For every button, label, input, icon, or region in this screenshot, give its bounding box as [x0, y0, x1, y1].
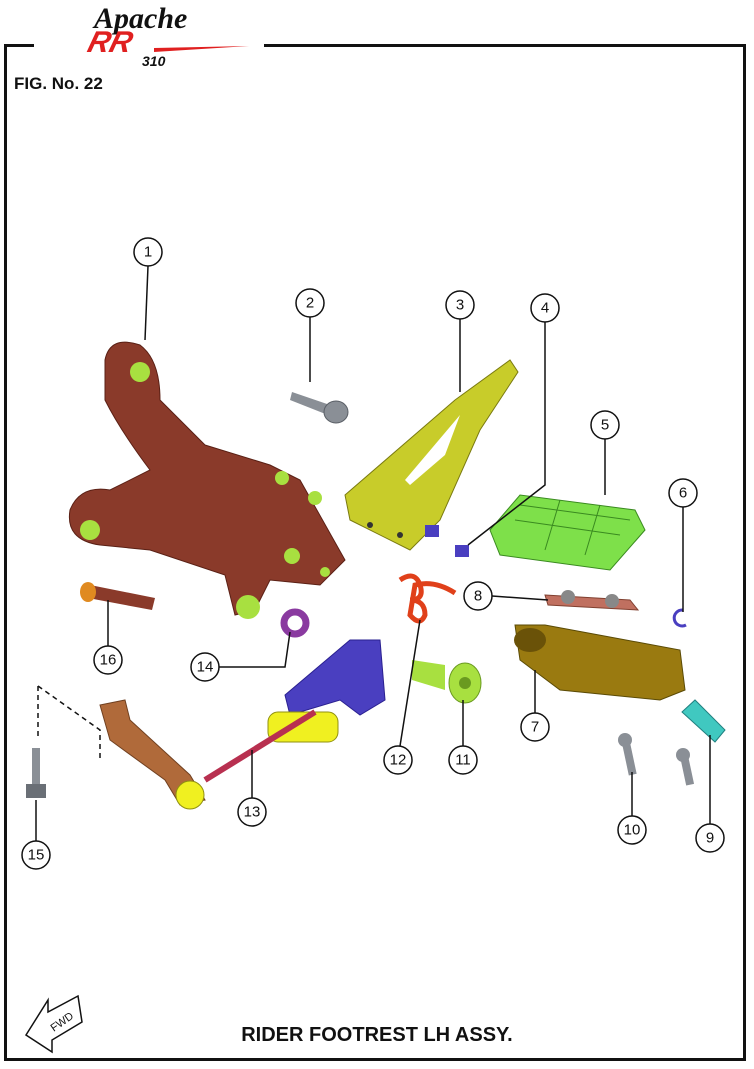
part-7-footpeg-holder [514, 624, 686, 701]
callout-6: 6 [668, 478, 698, 508]
frame-top-left [4, 44, 44, 47]
part-10-bolts [618, 733, 695, 786]
part-12-spring [398, 573, 457, 624]
svg-text:Apache: Apache [92, 2, 187, 35]
apache-rr-310-logo: Apache RR 310 [34, 0, 264, 70]
svg-text:3: 3 [456, 297, 464, 314]
svg-text:16: 16 [100, 652, 117, 669]
callout-5: 5 [590, 410, 620, 440]
part-11-pivot-pin [412, 660, 482, 704]
fwd-arrow-icon: FWD [24, 994, 83, 1054]
part-16-pin [80, 582, 155, 610]
callout-12: 12 [383, 745, 413, 775]
svg-text:14: 14 [197, 659, 214, 676]
callout-15: 15 [21, 840, 51, 870]
drawing-frame [4, 44, 746, 1061]
svg-text:6: 6 [679, 485, 687, 502]
callout-13: 13 [237, 797, 267, 827]
callout-11: 11 [448, 745, 478, 775]
callout-10: 10 [617, 815, 647, 845]
svg-text:4: 4 [541, 300, 549, 317]
svg-text:12: 12 [390, 752, 407, 769]
svg-text:310: 310 [142, 53, 166, 69]
part-1-footrest-bracket [68, 341, 346, 619]
part-14-washer [280, 608, 310, 638]
svg-text:5: 5 [601, 417, 609, 434]
svg-text:RR: RR [84, 25, 136, 58]
part-15-bolt [26, 685, 101, 798]
leader-lines [35, 265, 711, 841]
svg-text:9: 9 [706, 830, 714, 847]
callout-16: 16 [93, 645, 123, 675]
part-4-bolts [425, 525, 469, 557]
part-5-footpeg-rubber [489, 494, 646, 571]
part-2-bolt [290, 392, 349, 424]
callout-7: 7 [520, 712, 550, 742]
figure-number: FIG. No. 22 [14, 74, 103, 93]
callout-4: 4 [530, 293, 560, 323]
part-13-gear-lever-linkage [99, 639, 386, 810]
svg-text:15: 15 [28, 847, 45, 864]
callout-3: 3 [445, 290, 475, 320]
part-8-plate-with-nuts [544, 590, 640, 611]
callout-9: 9 [695, 823, 725, 853]
svg-text:1: 1 [144, 244, 152, 261]
svg-text:10: 10 [624, 822, 641, 839]
svg-text:8: 8 [474, 588, 482, 605]
callout-1: 1 [133, 237, 163, 267]
assembly-title: RIDER FOOTREST LH ASSY. [241, 1024, 513, 1046]
part-3-heel-plate [344, 359, 519, 551]
callout-14: 14 [190, 652, 220, 682]
callout-8: 8 [463, 581, 493, 611]
svg-text:2: 2 [306, 295, 314, 312]
part-6-circlip [672, 608, 687, 628]
svg-text:7: 7 [531, 719, 539, 736]
svg-text:13: 13 [244, 804, 261, 821]
frame-top-right [262, 44, 746, 47]
svg-text:11: 11 [455, 752, 471, 769]
callout-2: 2 [295, 288, 325, 318]
part-9-pin [681, 699, 726, 743]
